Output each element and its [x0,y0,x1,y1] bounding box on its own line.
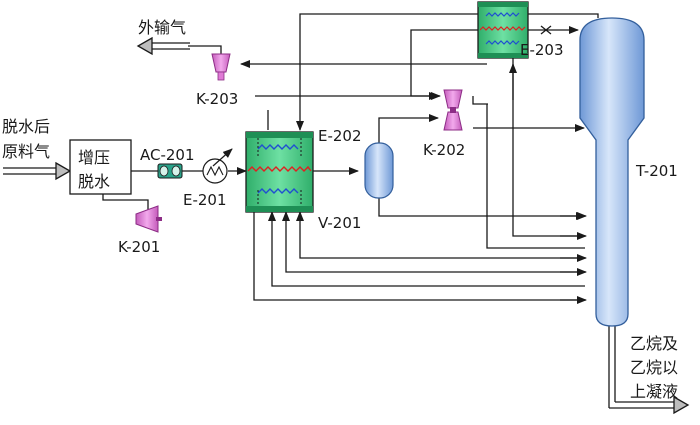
pipe-return-4 [268,211,585,287]
label-k201: K-201 [118,238,160,256]
label-e203: E-203 [520,41,564,59]
t201-distillation-column [579,17,645,327]
e201-heater-icon [202,148,233,184]
label-e202: E-202 [318,127,362,145]
k203-compressor-icon [211,53,231,81]
k202-compressor-icon [443,89,463,131]
feed-inlet-arrow [3,161,72,181]
labels: 外输气 脱水后 原料气 增压 脱水 AC-201 E-201 K-201 K-2… [2,18,678,401]
v201-separator-vessel [364,142,394,199]
label-feed-line1: 脱水后 [2,117,50,136]
label-box-line1: 增压 [78,148,110,167]
product-outlet-arrow [608,324,690,415]
label-ac201: AC-201 [140,146,195,164]
pipe-k202-to-e203 [472,96,488,105]
valve-icon [540,25,552,35]
pipe-return-1 [486,104,585,249]
e203-exchanger [477,1,529,59]
pipe-column-top-to-e203 [296,13,599,131]
label-product-line2: 乙烷以 [630,358,678,377]
ac201-air-cooler-icon [157,163,183,179]
pipelines [3,13,690,415]
k201-compressor-icon [135,205,162,233]
pipe-e203-bottom [512,58,585,237]
pipe-return-5 [253,212,585,301]
label-product-line1: 乙烷及 [630,334,678,353]
pipe-return-3 [282,211,585,273]
label-k203: K-203 [196,90,238,108]
label-feed-line2: 原料气 [2,142,50,161]
cold-box-exchanger [245,131,314,213]
boost-dehydration-unit [69,139,132,195]
label-export-gas: 外输气 [138,18,186,37]
label-t201: T-201 [635,162,678,180]
pipe-k201-to-box [102,194,149,214]
label-k202: K-202 [423,141,465,159]
pipe-e203-to-k202 [410,29,478,100]
pipe-v201-bottom [378,198,586,220]
pipe-k203-up [188,45,222,54]
label-product-line3: 上凝液 [630,382,678,401]
pipe-return-2 [296,211,585,259]
pipe-v201-to-k202 [378,114,439,143]
label-e201: E-201 [183,191,227,209]
label-v201: V-201 [318,214,361,232]
label-box-line2: 脱水 [78,172,110,191]
export-gas-arrow [136,36,190,56]
